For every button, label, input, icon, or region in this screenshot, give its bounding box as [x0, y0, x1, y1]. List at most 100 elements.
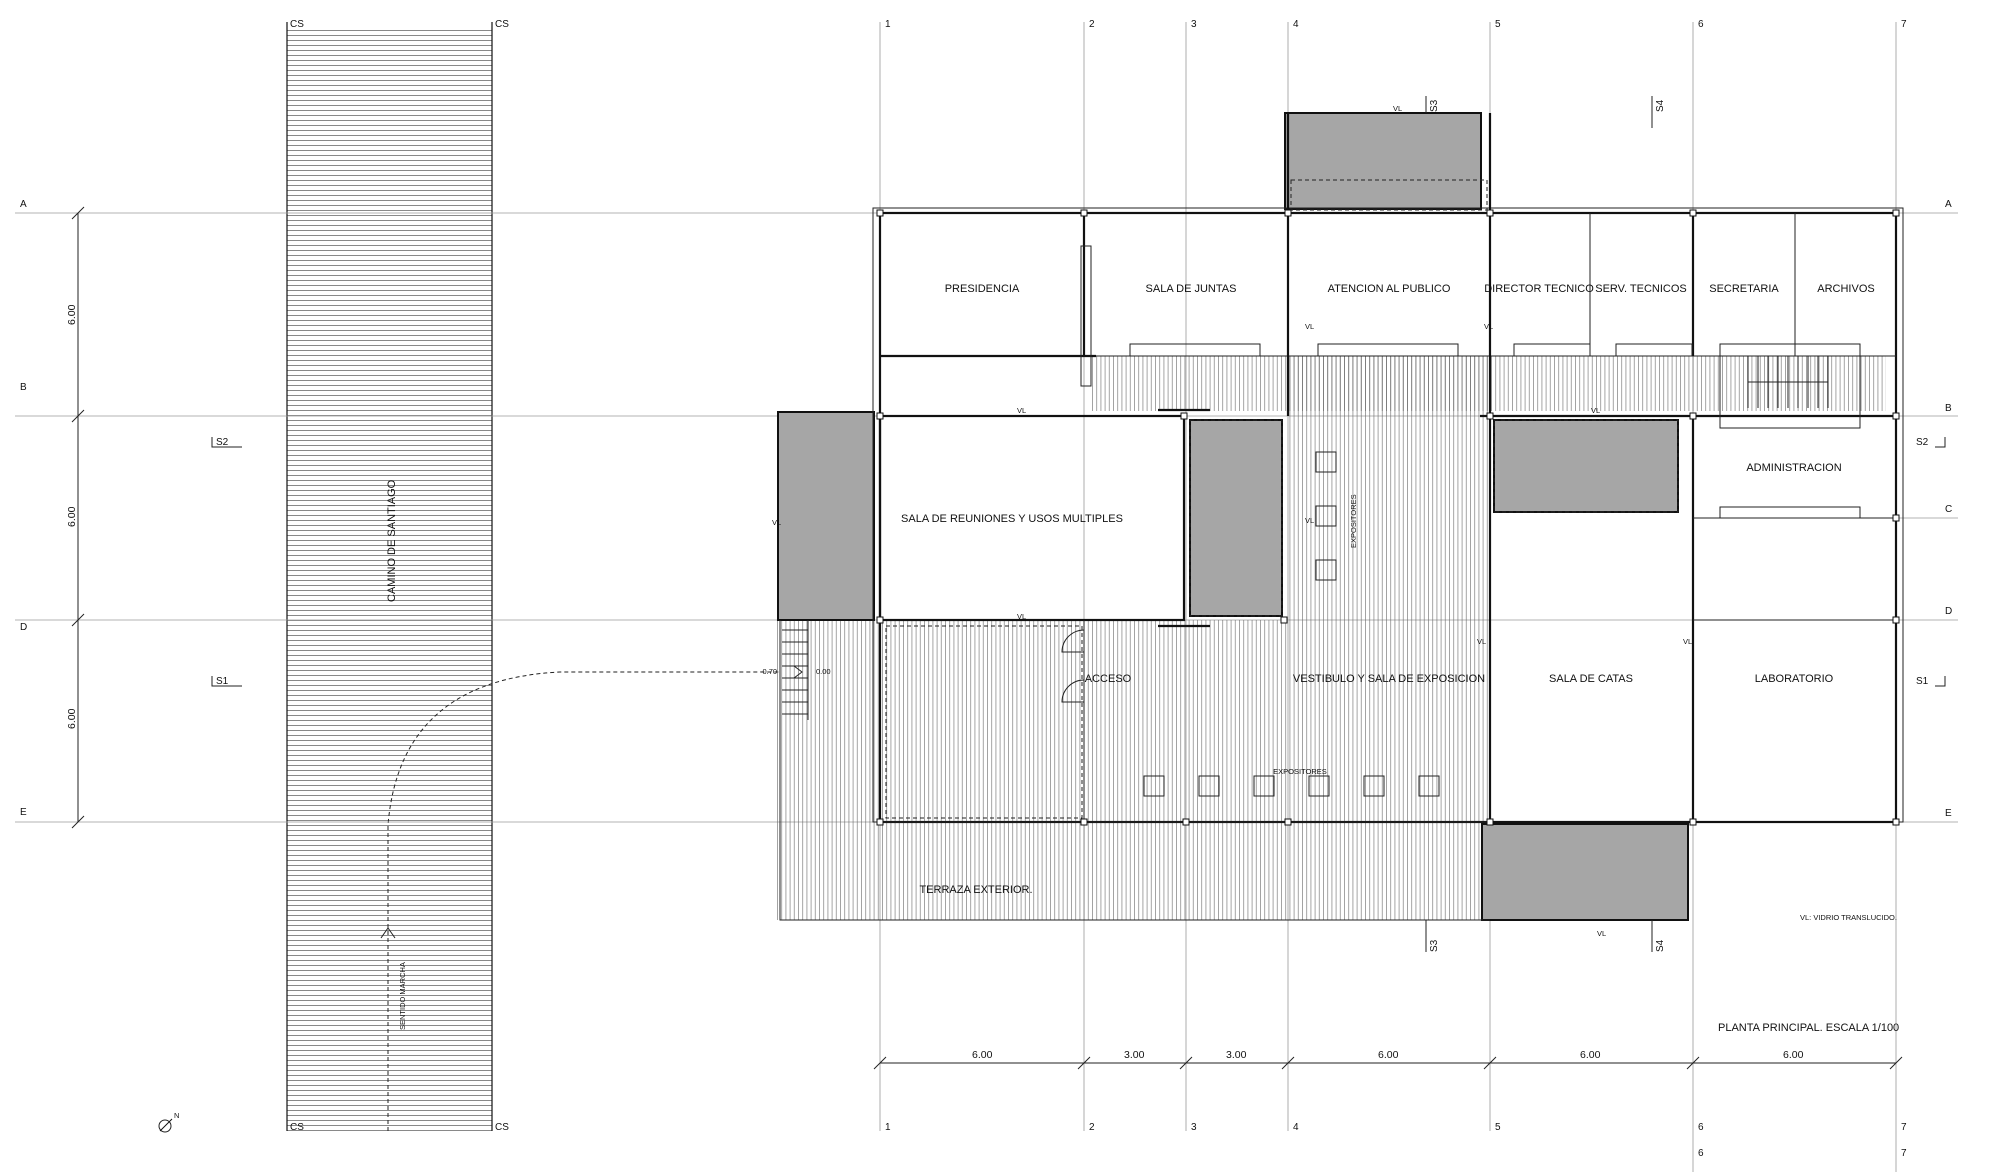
room-laboratorio: LABORATORIO [1755, 673, 1834, 685]
direction-label: SENTIDO MARCHA [398, 962, 407, 1030]
svg-text:A: A [20, 199, 27, 210]
svg-text:VL: VL [1477, 637, 1486, 646]
level-interior: 0.00 [816, 667, 831, 676]
room-presidencia: PRESIDENCIA [945, 283, 1020, 295]
camino-marker-br: CS [495, 1122, 509, 1133]
svg-text:3: 3 [1191, 19, 1197, 30]
room-sala-catas: SALA DE CATAS [1549, 673, 1633, 685]
svg-text:5: 5 [1495, 1122, 1501, 1133]
expositores-label-h: EXPOSITORES [1273, 767, 1327, 776]
svg-text:1: 1 [885, 1122, 891, 1133]
svg-text:4: 4 [1293, 1122, 1299, 1133]
patio-center [1189, 419, 1283, 617]
svg-text:A: A [1945, 199, 1952, 210]
svg-text:VL: VL [1017, 612, 1026, 621]
svg-text:2: 2 [1089, 19, 1095, 30]
svg-text:4: 4 [1293, 19, 1299, 30]
svg-text:6: 6 [1698, 1122, 1704, 1133]
svg-text:VL: VL [1484, 322, 1493, 331]
svg-text:7: 7 [1901, 1122, 1907, 1133]
svg-text:6.00: 6.00 [1580, 1049, 1601, 1061]
room-terraza: TERRAZA EXTERIOR. [919, 884, 1032, 896]
svg-text:VL: VL [1591, 406, 1600, 415]
room-director: DIRECTOR TECNICO [1484, 283, 1594, 295]
svg-text:3.00: 3.00 [1124, 1049, 1145, 1061]
svg-text:E: E [1945, 808, 1952, 819]
columns [876, 209, 1900, 826]
svg-text:5: 5 [1495, 19, 1501, 30]
section-s1-right: S1 [1916, 676, 1929, 687]
north-label: N [174, 1111, 179, 1120]
svg-text:D: D [20, 622, 27, 633]
floor-hatching [776, 356, 1886, 920]
svg-text:6.00: 6.00 [1378, 1049, 1399, 1061]
svg-text:7: 7 [1901, 19, 1907, 30]
expositores-label-v: EXPOSITORES [1349, 494, 1358, 548]
section-s2-right: S2 [1916, 437, 1929, 448]
section-s3-bottom: S3 [1429, 939, 1440, 952]
section-s4-top: S4 [1655, 99, 1666, 112]
access-doors [1061, 408, 1210, 703]
row-labels: A B D E A B C D E [20, 199, 1952, 819]
walking-path [387, 671, 780, 1131]
camino-de-santiago: CS CS CS CS CAMINO DE SANTIAGO SENTIDO M… [286, 19, 780, 1133]
section-s1-left: S1 [216, 676, 229, 687]
svg-text:6: 6 [1698, 1148, 1704, 1159]
svg-text:VL: VL [1305, 516, 1314, 525]
north-arrow-icon: N [158, 1111, 179, 1133]
svg-text:E: E [20, 807, 27, 818]
svg-text:B: B [1945, 403, 1952, 414]
room-serv-tecnicos: SERV. TECNICOS [1595, 283, 1687, 295]
patio-north [1284, 112, 1482, 210]
camino-marker-tl: CS [290, 19, 304, 30]
svg-text:6.00: 6.00 [66, 506, 78, 527]
patio-south [1481, 823, 1689, 921]
room-acceso: ACCESO [1085, 673, 1132, 685]
section-markers: S2 S1 S2 S1 S3 S3 S4 S4 [211, 96, 1946, 952]
room-sala-juntas: SALA DE JUNTAS [1146, 283, 1237, 295]
furniture [782, 245, 1861, 720]
svg-text:VL: VL [772, 518, 781, 527]
room-sala-reuniones: SALA DE REUNIONES Y USOS MULTIPLES [901, 513, 1123, 525]
camino-marker-bl: CS [290, 1122, 304, 1133]
room-vestibulo: VESTIBULO Y SALA DE EXPOSICION [1293, 673, 1485, 685]
horizontal-dimensions: 6.00 3.00 3.00 6.00 6.00 6.00 [873, 1049, 1903, 1070]
display-cases [1143, 451, 1440, 797]
camino-label: CAMINO DE SANTIAGO [386, 479, 398, 602]
section-s4-bottom: S4 [1655, 939, 1666, 952]
camino-marker-tr: CS [495, 19, 509, 30]
svg-text:VL: VL [1017, 406, 1026, 415]
vertical-dimensions: 6.00 6.00 6.00 [66, 206, 85, 829]
svg-text:6.00: 6.00 [972, 1049, 993, 1061]
svg-text:VL: VL [1683, 637, 1692, 646]
walking-arrow [380, 927, 396, 939]
svg-text:1: 1 [885, 19, 891, 30]
legend-text: VL: VIDRIO TRANSLUCIDO. [1800, 913, 1897, 922]
room-administracion: ADMINISTRACION [1746, 462, 1841, 474]
room-labels: PRESIDENCIA SALA DE JUNTAS ATENCION AL P… [901, 283, 1875, 896]
walls [779, 113, 1904, 921]
svg-text:6.00: 6.00 [66, 304, 78, 325]
room-secretaria: SECRETARIA [1709, 283, 1779, 295]
svg-text:VL: VL [1393, 104, 1402, 113]
glass-tags: VL VL VL VL VL VL VL VL VL VL VL [772, 104, 1692, 938]
svg-text:6.00: 6.00 [1783, 1049, 1804, 1061]
patio-west [777, 411, 875, 621]
svg-text:D: D [1945, 606, 1952, 617]
svg-text:VL: VL [1305, 322, 1314, 331]
room-archivos: ARCHIVOS [1817, 283, 1874, 295]
column-labels: 1 2 3 4 5 6 7 1 2 3 4 5 6 7 6 7 [885, 19, 1907, 1159]
svg-text:VL: VL [1597, 929, 1606, 938]
plan-title: PLANTA PRINCIPAL. ESCALA 1/100 [1718, 1022, 1899, 1034]
svg-text:7: 7 [1901, 1148, 1907, 1159]
svg-text:2: 2 [1089, 1122, 1095, 1133]
svg-text:3: 3 [1191, 1122, 1197, 1133]
svg-text:C: C [1945, 504, 1952, 515]
section-s2-left: S2 [216, 437, 229, 448]
section-s3-top: S3 [1429, 99, 1440, 112]
room-atencion: ATENCION AL PUBLICO [1328, 283, 1451, 295]
svg-text:6.00: 6.00 [66, 708, 78, 729]
svg-text:3.00: 3.00 [1226, 1049, 1247, 1061]
svg-text:B: B [20, 382, 27, 393]
